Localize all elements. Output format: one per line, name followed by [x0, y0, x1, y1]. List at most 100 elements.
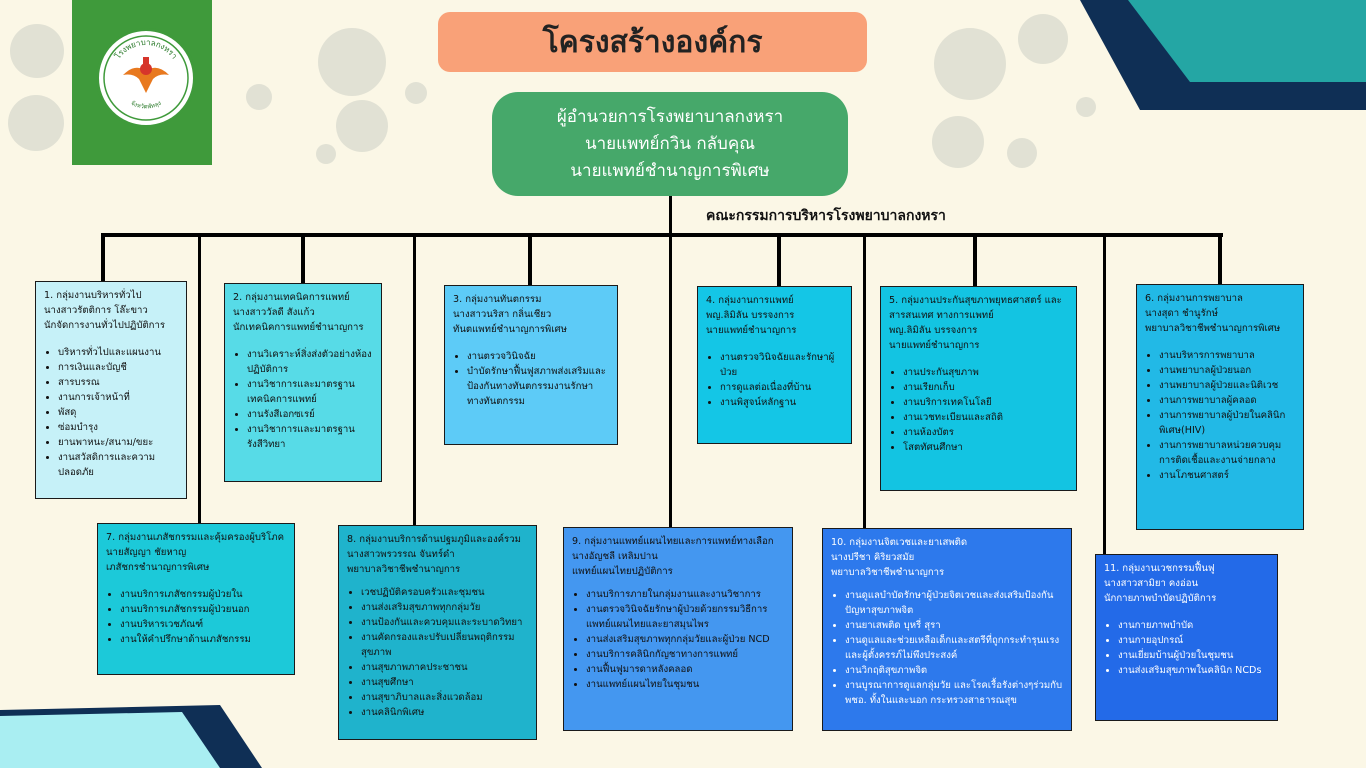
- deco-circle: [1007, 138, 1037, 168]
- list-item: งานการพยาบาลผู้ป่วยในคลินิกพิเศษ(HIV): [1159, 408, 1295, 438]
- list-item: งานพิสูจน์หลักฐาน: [720, 395, 843, 410]
- list-item: งานบริการเทคโนโลยี: [903, 395, 1068, 410]
- group-box-6: 6. กลุ่มงานการพยาบาล นางสุดา ชำนูรักษ์ พ…: [1136, 284, 1304, 530]
- connector: [528, 235, 532, 287]
- group-head: 6. กลุ่มงานการพยาบาล นางสุดา ชำนูรักษ์ พ…: [1145, 293, 1281, 334]
- group-box-9: 9. กลุ่มงานแพทย์แผนไทยและการแพทย์ทางเลือ…: [563, 527, 793, 731]
- list-item: งานบริการคลินิกกัญชาทางการแพทย์: [586, 647, 784, 662]
- deco-circle: [10, 24, 64, 78]
- connector-trunk: [669, 196, 672, 236]
- list-item: พัสดุ: [58, 405, 178, 420]
- connector: [1103, 235, 1106, 555]
- list-item: งานเวชทะเบียนและสถิติ: [903, 410, 1068, 425]
- list-item: งานตรวจวินิจฉัยและรักษาผู้ป่วย: [720, 350, 843, 380]
- group-box-7: 7. กลุ่มงานเภสัชกรรมและคุ้มครองผู้บริโภค…: [97, 523, 295, 675]
- group-head: 8. กลุ่มงานบริการด้านปฐมภูมิและองค์รวม น…: [347, 534, 521, 575]
- list-item: งานสุขาภิบาลและสิ่งแวดล้อม: [361, 690, 528, 705]
- list-item: งานพยาบาลผู้ป่วยนอก: [1159, 363, 1295, 378]
- hospital-logo: โรงพยาบาลกงหรา จังหวัดพัทลุง: [96, 28, 196, 128]
- deco-circle: [1076, 97, 1096, 117]
- list-item: งานบริหารเวชภัณฑ์: [120, 617, 286, 632]
- list-item: งานดูแลบำบัดรักษาผู้ป่วยจิตเวชและส่งเสริ…: [845, 588, 1063, 618]
- list-item: งานกายอุปกรณ์: [1118, 633, 1269, 648]
- list-item: งานโภชนศาสตร์: [1159, 468, 1295, 483]
- group-box-1: 1. กลุ่มงานบริหารทั่วไป นางสาวรัตติการ โ…: [35, 281, 187, 499]
- list-item: งานวิชาการและมาตรฐานเทคนิคการแพทย์: [247, 377, 373, 407]
- deco-circle: [405, 82, 427, 104]
- connector: [973, 235, 977, 288]
- list-item: งานเยี่ยมบ้านผู้ป่วยในชุมชน: [1118, 648, 1269, 663]
- list-item: งานกายภาพบำบัด: [1118, 618, 1269, 633]
- list-item: งานตรวจวินิจฉัยรักษาผู้ป่วยด้วยกรรมวิธีก…: [586, 602, 784, 632]
- list-item: งานป้องกันและควบคุมและระบาดวิทยา: [361, 615, 528, 630]
- director-name: นายแพทย์กวิน กลับคุณ: [585, 133, 755, 154]
- list-item: งานบริการเภสัชกรรมผู้ป่วยนอก: [120, 602, 286, 617]
- connector: [669, 235, 672, 528]
- list-item: งานส่งเสริมสุขภาพทุกกลุ่มวัย: [361, 600, 528, 615]
- list-item: งานบริการภายในกลุ่มงานและงานวิชาการ: [586, 587, 784, 602]
- list-item: ซ่อมบำรุง: [58, 420, 178, 435]
- list-item: บริหารทั่วไปและแผนงาน: [58, 345, 178, 360]
- list-item: งานเรียกเก็บ: [903, 380, 1068, 395]
- list-item: งานส่งเสริมสุขภาพในคลินิก NCDs: [1118, 663, 1269, 678]
- list-item: งานบริการเภสัชกรรมผู้ป่วยใน: [120, 587, 286, 602]
- connector: [1218, 235, 1222, 287]
- group-head: 4. กลุ่มงานการแพทย์ พญ.ลิมิลัน บรรจงการ …: [706, 295, 797, 336]
- group-box-2: 2. กลุ่มงานเทคนิคการแพทย์ นางสาววัลดี สั…: [224, 283, 382, 482]
- deco-circle: [1018, 14, 1068, 64]
- list-item: งานวิเคราะห์สิ่งส่งตัวอย่างห้องปฏิบัติกา…: [247, 347, 373, 377]
- group-box-11: 11. กลุ่มงานเวชกรรมฟื้นฟู นางสาวสามิยา ค…: [1095, 554, 1278, 721]
- group-head: 10. กลุ่มงานจิตเวชและยาเสพติด นางปรีชา ค…: [831, 537, 968, 578]
- list-item: งานสวัสดิการและความปลอดภัย: [58, 450, 178, 480]
- list-item: งานประกันสุขภาพ: [903, 365, 1068, 380]
- list-item: งานการพยาบาลผู้คลอด: [1159, 393, 1295, 408]
- list-item: เวชปฏิบัติครอบครัวและชุมชน: [361, 585, 528, 600]
- group-box-10: 10. กลุ่มงานจิตเวชและยาเสพติด นางปรีชา ค…: [822, 528, 1072, 731]
- director-box: ผู้อำนวยการโรงพยาบาลกงหรา นายแพทย์กวิน ก…: [492, 92, 848, 196]
- svg-text:จังหวัดพัทลุง: จังหวัดพัทลุง: [130, 100, 163, 111]
- list-item: การเงินและบัญชี: [58, 360, 178, 375]
- deco-circle: [316, 144, 336, 164]
- list-item: งานการเจ้าหน้าที่: [58, 390, 178, 405]
- list-item: งานตรวจวินิจฉัย: [467, 349, 609, 364]
- connector: [413, 235, 416, 527]
- group-head: 1. กลุ่มงานบริหารทั่วไป นางสาวรัตติการ โ…: [44, 290, 166, 331]
- list-item: งานให้คำปรึกษาด้านเภสัชกรรม: [120, 632, 286, 647]
- group-head: 11. กลุ่มงานเวชกรรมฟื้นฟู นางสาวสามิยา ค…: [1104, 563, 1217, 604]
- list-item: งานคัดกรองและปรับเปลี่ยนพฤติกรรมสุขภาพ: [361, 630, 528, 660]
- deco-circle: [932, 116, 984, 168]
- list-item: สารบรรณ: [58, 375, 178, 390]
- list-item: งานวิชาการและมาตรฐานรังสีวิทยา: [247, 422, 373, 452]
- list-item: งานวิกฤติสุขภาพจิต: [845, 663, 1063, 678]
- list-item: งานสุขภาพภาคประชาชน: [361, 660, 528, 675]
- group-box-4: 4. กลุ่มงานการแพทย์ พญ.ลิมิลัน บรรจงการ …: [697, 286, 852, 444]
- group-head: 9. กลุ่มงานแพทย์แผนไทยและการแพทย์ทางเลือ…: [572, 536, 774, 577]
- connector: [301, 235, 305, 285]
- group-head: 7. กลุ่มงานเภสัชกรรมและคุ้มครองผู้บริโภค…: [106, 532, 284, 573]
- deco-circle: [246, 84, 272, 110]
- connector: [198, 235, 201, 525]
- group-head: 3. กลุ่มงานทันตกรรม นางสาวนริสา กลิ่นเชี…: [453, 294, 567, 335]
- list-item: งานดูแลและช่วยเหลือเด็กและสตรีที่ถูกกระท…: [845, 633, 1063, 663]
- list-item: งานบริหารการพยาบาล: [1159, 348, 1295, 363]
- group-box-8: 8. กลุ่มงานบริการด้านปฐมภูมิและองค์รวม น…: [338, 525, 537, 740]
- list-item: งานพยาบาลผู้ป่วยและนิติเวช: [1159, 378, 1295, 393]
- deco-circle: [934, 28, 1006, 100]
- deco-circle: [336, 100, 388, 152]
- group-box-5: 5. กลุ่มงานประกันสุขภาพยุทธศาสตร์ และสาร…: [880, 286, 1077, 491]
- list-item: งานสุขศึกษา: [361, 675, 528, 690]
- connector: [863, 235, 866, 529]
- group-head: 2. กลุ่มงานเทคนิคการแพทย์ นางสาววัลดี สั…: [233, 292, 364, 333]
- list-item: โสตทัศนศึกษา: [903, 440, 1068, 455]
- logo-bottom-text: จังหวัดพัทลุง: [130, 100, 163, 111]
- director-position: ผู้อำนวยการโรงพยาบาลกงหรา: [556, 106, 784, 127]
- connector: [777, 235, 781, 288]
- deco-circle: [8, 95, 64, 151]
- list-item: งานการพยาบาลหน่วยควบคุมการติดเชื้อและงาน…: [1159, 438, 1295, 468]
- list-item: งานรังสีเอกซเรย์: [247, 407, 373, 422]
- list-item: งานฟื้นฟูมารดาหลังคลอด: [586, 662, 784, 677]
- list-item: งานห้องบัตร: [903, 425, 1068, 440]
- director-rank: นายแพทย์ชำนาญการพิเศษ: [570, 160, 770, 181]
- connector: [101, 235, 105, 283]
